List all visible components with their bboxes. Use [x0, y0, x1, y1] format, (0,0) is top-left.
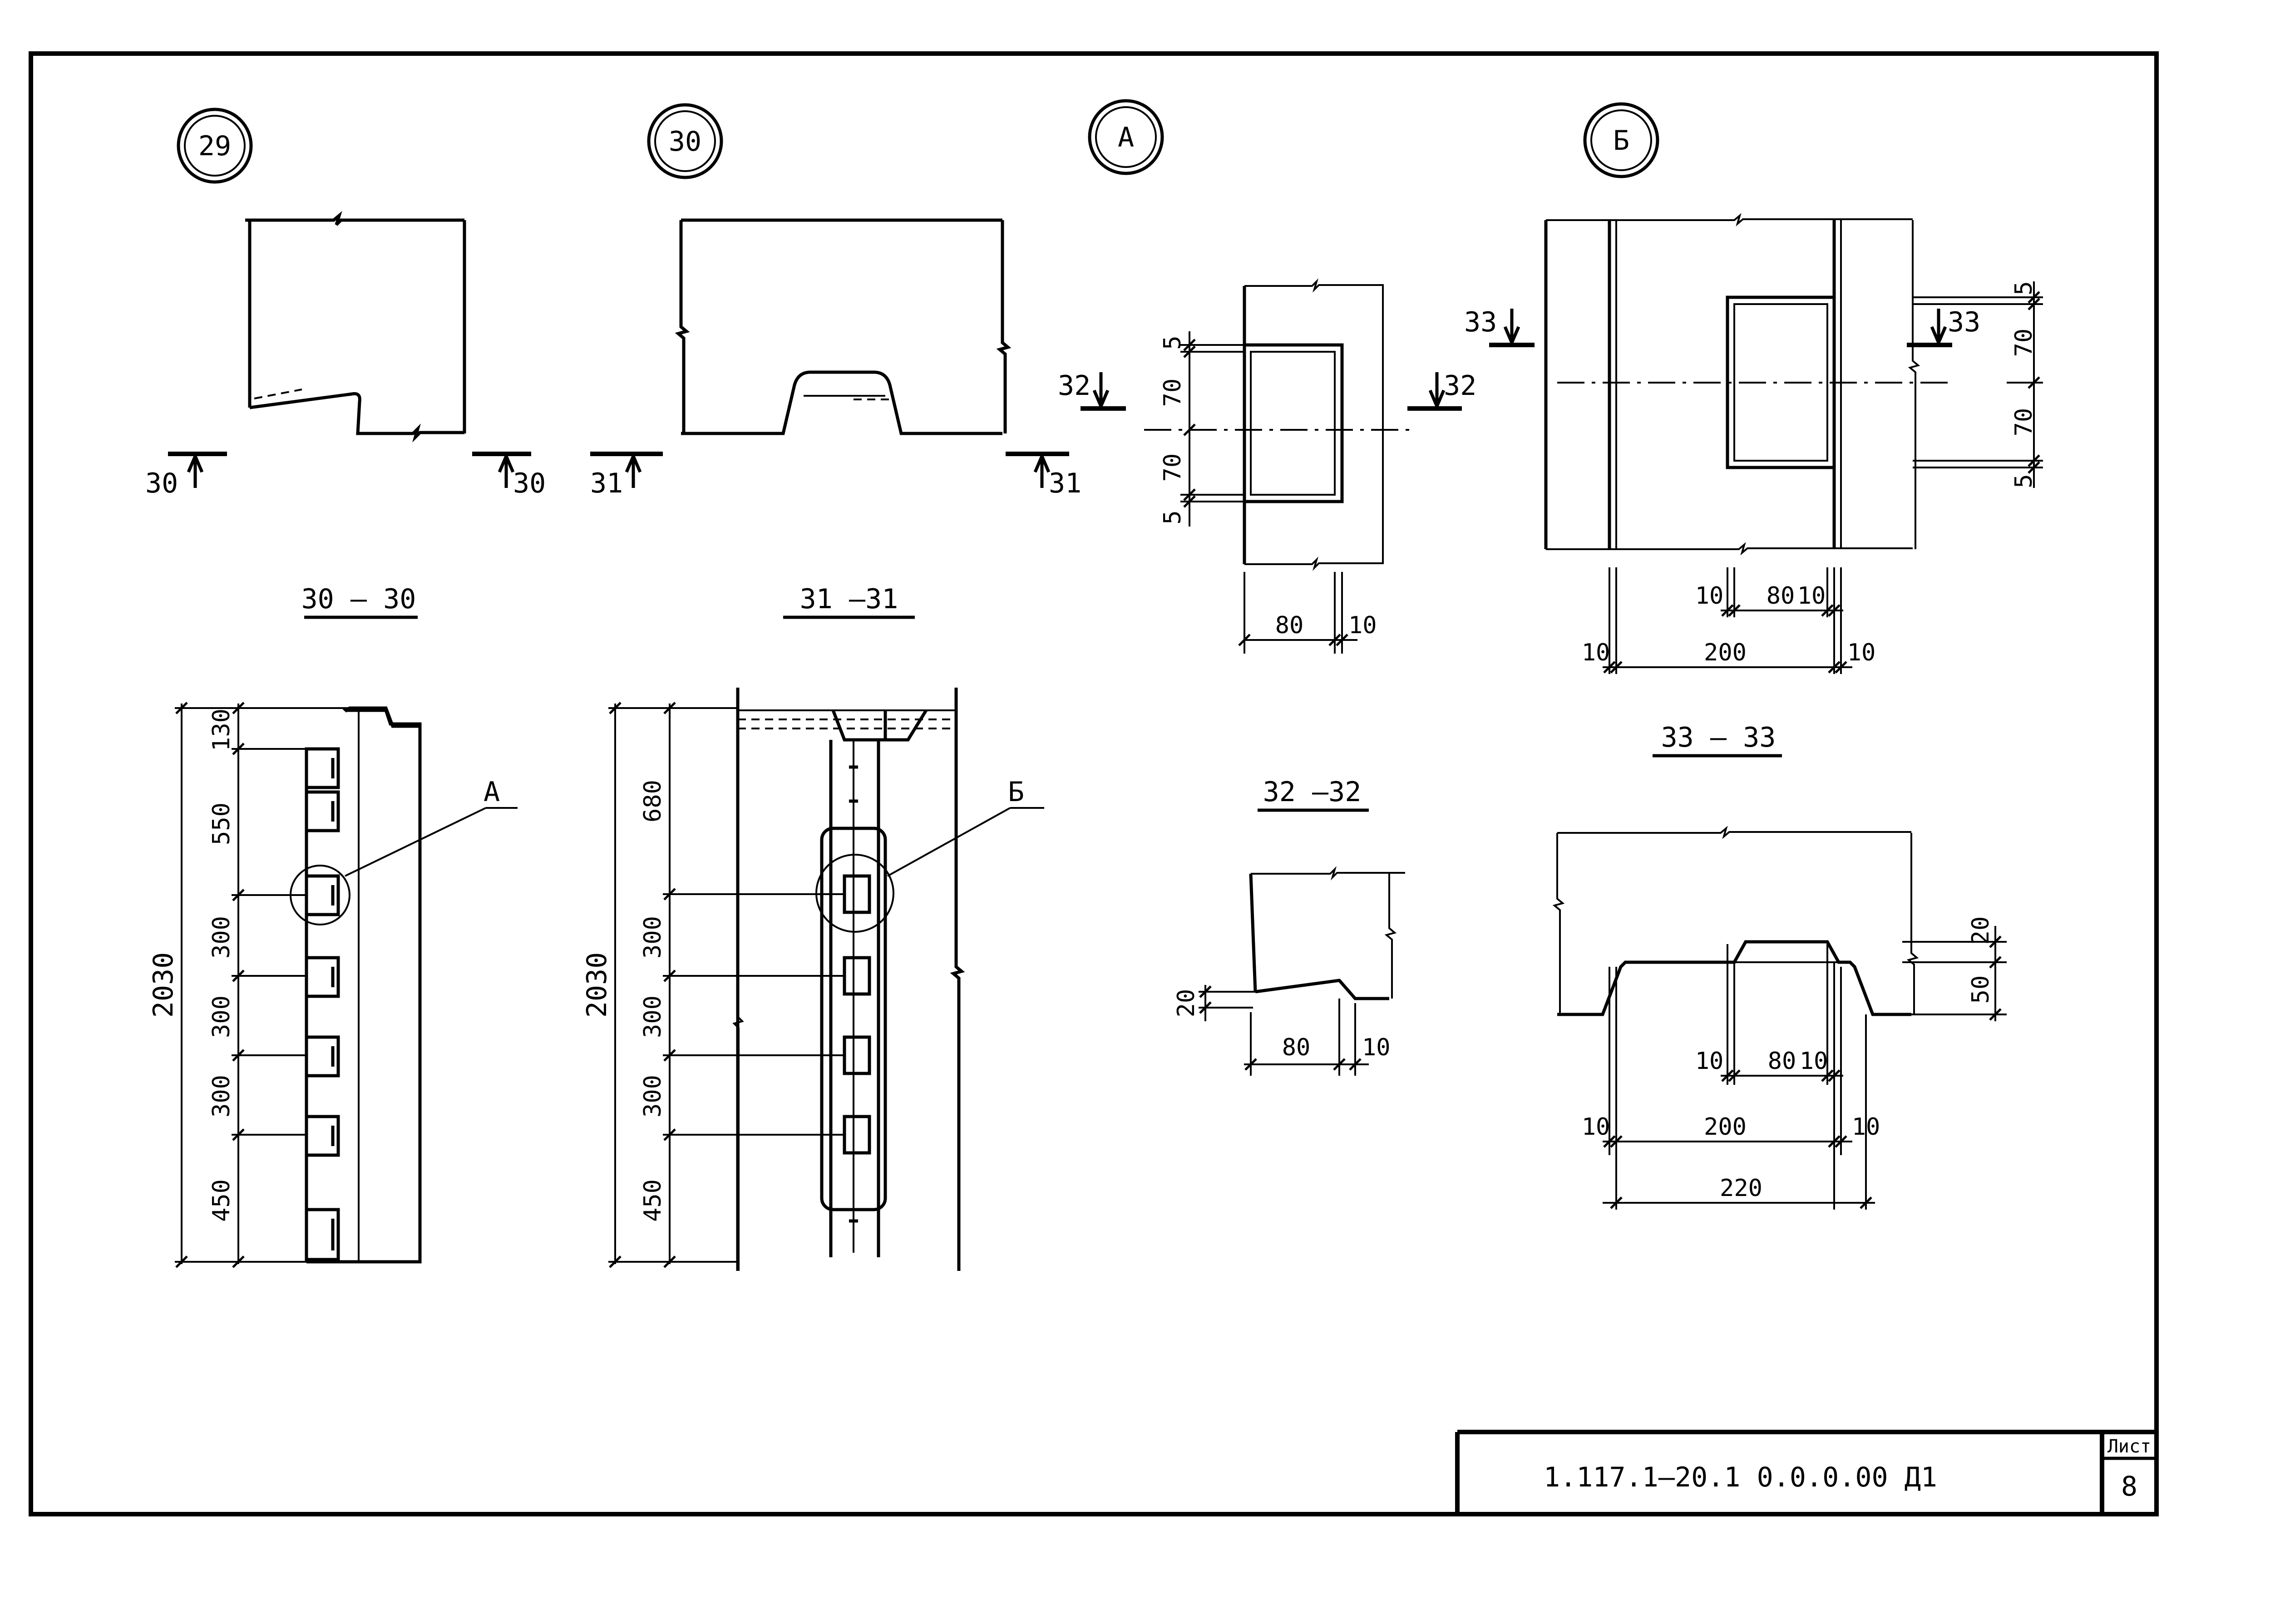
svg-text:130: 130 — [208, 709, 235, 751]
svg-text:300: 300 — [639, 1075, 666, 1117]
svg-text:33: 33 — [1948, 306, 1980, 338]
svg-text:200: 200 — [1704, 1113, 1747, 1141]
svg-text:30: 30 — [513, 468, 546, 499]
svg-text:5: 5 — [2010, 474, 2038, 488]
svg-text:70: 70 — [2010, 329, 2038, 357]
svg-text:300: 300 — [639, 916, 666, 959]
svg-text:32 —32: 32 —32 — [1263, 776, 1362, 808]
svg-text:10: 10 — [1582, 639, 1610, 666]
view-29: 30 30 — [145, 211, 546, 499]
svg-text:220: 220 — [1720, 1175, 1762, 1202]
svg-text:70: 70 — [1159, 379, 1186, 407]
svg-text:10: 10 — [1797, 582, 1826, 610]
section-title-33-33: 33 — 33 — [1653, 722, 1782, 758]
sheet-label: Лист — [2107, 1436, 2151, 1457]
svg-text:2030: 2030 — [581, 952, 613, 1018]
view-b: 33 33 5 70 70 5 10 80 10 10 200 10 — [1464, 213, 2043, 674]
svg-text:10: 10 — [1362, 1034, 1391, 1061]
view-30: 31 31 — [590, 218, 1081, 499]
svg-text:31: 31 — [1049, 468, 1081, 499]
svg-text:А: А — [1118, 122, 1134, 153]
svg-text:70: 70 — [1159, 453, 1186, 482]
svg-text:80: 80 — [1767, 582, 1795, 610]
svg-text:Б: Б — [1613, 125, 1629, 157]
svg-text:10: 10 — [1348, 612, 1377, 639]
svg-text:33 — 33: 33 — 33 — [1661, 722, 1776, 753]
svg-text:29: 29 — [198, 130, 231, 162]
svg-text:450: 450 — [639, 1179, 666, 1222]
svg-text:32: 32 — [1444, 370, 1476, 402]
svg-text:50: 50 — [1967, 975, 1994, 1004]
svg-text:30: 30 — [145, 468, 178, 499]
callout-29: 29 — [177, 108, 253, 184]
svg-text:10: 10 — [1695, 582, 1724, 610]
svg-text:300: 300 — [639, 995, 666, 1038]
svg-text:10: 10 — [1695, 1048, 1724, 1075]
svg-text:70: 70 — [2010, 408, 2038, 437]
document-code: 1.117.1–20.1 0.0.0.00 Д1 — [1544, 1462, 1937, 1493]
title-block: 1.117.1–20.1 0.0.0.00 Д1 Лист 8 — [1455, 1430, 2156, 1514]
svg-text:300: 300 — [208, 916, 235, 959]
section-title-32-32: 32 —32 — [1258, 776, 1369, 812]
callout-b: Б — [1583, 102, 1659, 178]
svg-text:33: 33 — [1464, 306, 1497, 338]
svg-text:680: 680 — [639, 780, 666, 822]
svg-text:30: 30 — [669, 126, 701, 157]
svg-text:10: 10 — [1582, 1113, 1610, 1141]
section-title-31-31: 31 —31 — [783, 583, 915, 619]
svg-text:80: 80 — [1282, 1034, 1311, 1061]
svg-text:31 —31: 31 —31 — [800, 583, 898, 615]
svg-text:31: 31 — [590, 468, 623, 499]
svg-text:450: 450 — [208, 1179, 235, 1222]
svg-text:30 — 30: 30 — 30 — [301, 583, 416, 615]
svg-text:10: 10 — [1847, 639, 1876, 666]
svg-text:80: 80 — [1768, 1048, 1796, 1075]
svg-text:550: 550 — [208, 802, 235, 845]
section-title-30-30: 30 — 30 — [301, 583, 418, 619]
svg-text:200: 200 — [1704, 639, 1747, 666]
sheet-number: 8 — [2121, 1471, 2137, 1502]
section-33-33: 20 50 10 80 10 10 200 10 220 — [1552, 826, 2007, 1210]
svg-text:5: 5 — [1159, 335, 1186, 349]
drawing-frame — [29, 51, 2159, 1516]
svg-text:80: 80 — [1275, 612, 1304, 639]
callout-a: А — [1088, 99, 1164, 175]
svg-text:20: 20 — [1173, 989, 1200, 1018]
svg-text:5: 5 — [1159, 510, 1186, 524]
svg-text:10: 10 — [1800, 1048, 1828, 1075]
svg-text:300: 300 — [208, 995, 235, 1038]
svg-text:32: 32 — [1058, 370, 1091, 402]
section-30-30: А 130 550 300 300 300 450 2030 — [148, 702, 518, 1268]
svg-text:5: 5 — [2010, 281, 2038, 295]
svg-text:А: А — [484, 776, 500, 808]
svg-text:20: 20 — [1967, 916, 1994, 945]
section-31-31: Б 680 300 300 300 450 2030 — [581, 688, 1044, 1271]
svg-text:300: 300 — [208, 1075, 235, 1117]
svg-text:10: 10 — [1852, 1113, 1880, 1141]
svg-text:Б: Б — [1008, 776, 1024, 808]
callout-30: 30 — [647, 103, 723, 179]
section-32-32: 20 80 10 — [1173, 866, 1405, 1076]
view-a: 32 32 5 70 70 5 80 10 — [1058, 278, 1476, 654]
svg-text:2030: 2030 — [148, 952, 179, 1018]
